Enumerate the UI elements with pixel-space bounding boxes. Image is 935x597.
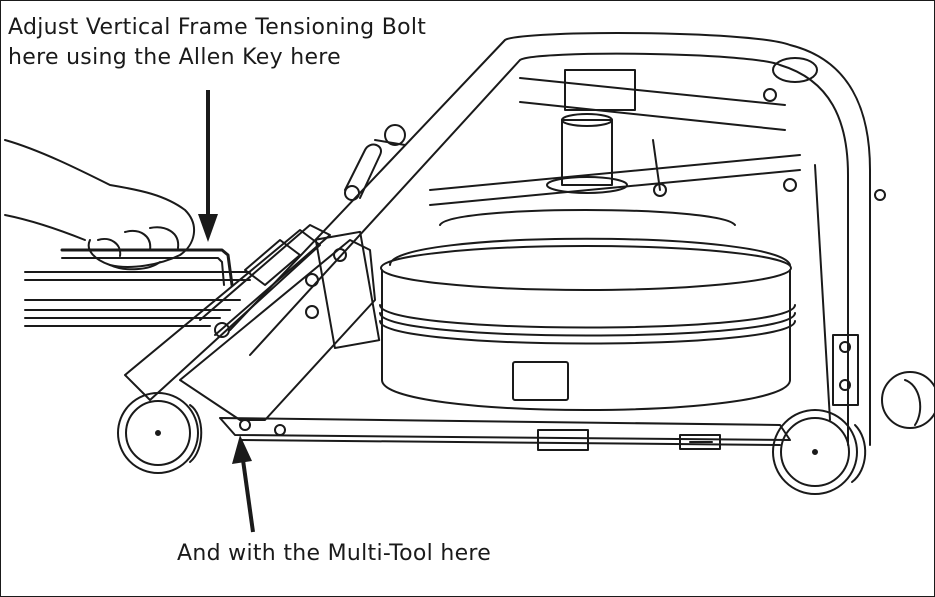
frame-bolts: [239, 419, 286, 436]
annotation-top-line-1: Adjust Vertical Frame Tensioning Bolt: [8, 15, 427, 40]
monorail-rail: [24, 271, 251, 327]
rear-right-wheel: [772, 371, 935, 495]
base-frame: [219, 417, 791, 451]
annotation-bottom: And with the Multi-Tool here: [177, 541, 492, 566]
allen-key-arrow: [198, 90, 218, 242]
multi-tool-arrow: [232, 435, 255, 533]
hand-holding-allen-key: [4, 139, 234, 287]
water-tank: [379, 209, 796, 411]
front-pivot-assembly: [124, 224, 381, 421]
annotation-top-line-2: here using the Allen Key here: [8, 45, 341, 70]
upright-arch-frame: [229, 32, 886, 446]
handle: [344, 124, 406, 201]
central-column: [546, 69, 667, 197]
